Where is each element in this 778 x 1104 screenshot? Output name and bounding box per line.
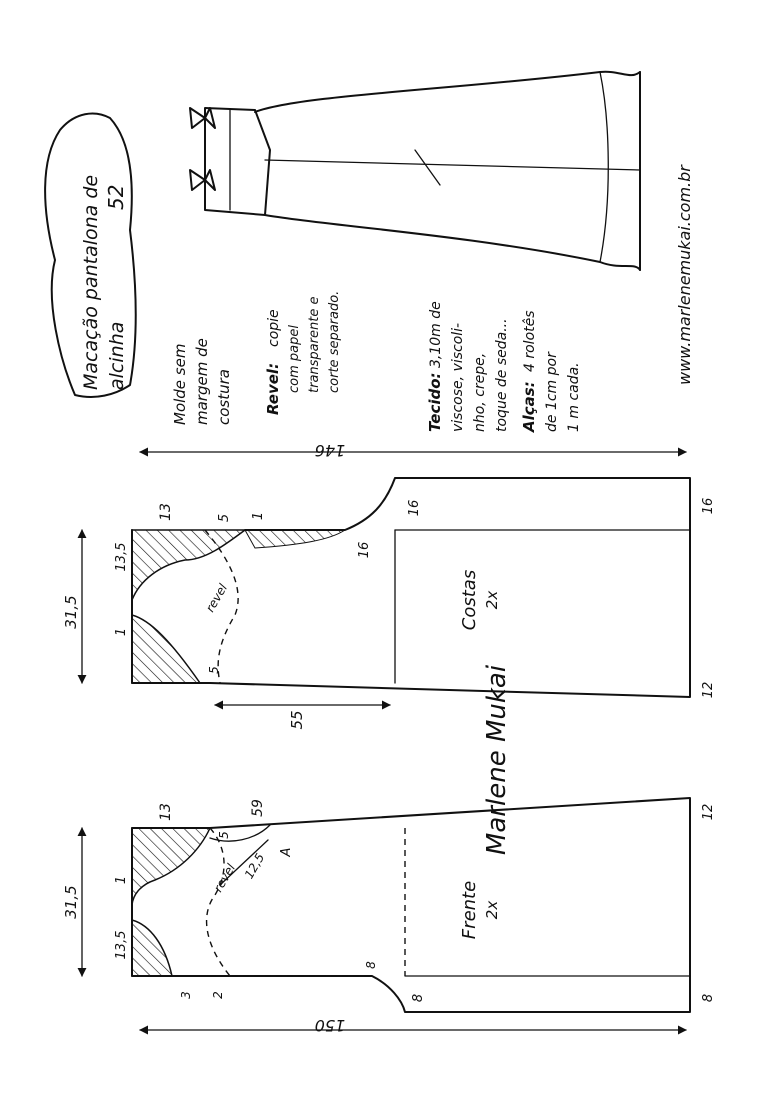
back-16a-label: 16 [407, 500, 422, 517]
signature-text: Marlene Mukai [482, 664, 512, 855]
signature: Marlene Mukai [482, 664, 512, 855]
back-width-label: 31,5 [62, 595, 80, 628]
revel-line4: corte separado. [327, 291, 342, 393]
front-59-label: 59 [250, 799, 266, 817]
fabric-line2: viscose, viscoli- [450, 323, 466, 432]
front-8c-label: 8 [701, 994, 716, 1002]
front-piece-count: 2x [483, 901, 501, 920]
revel-note: Revel: copie com papel transparente e co… [264, 291, 342, 415]
back-55-label: 55 [288, 710, 306, 729]
back-length-label: 146 [315, 441, 346, 460]
back-piece-count: 2x [483, 591, 501, 610]
revel-line1: copie [266, 309, 282, 347]
straps-line3: 1 m cada. [566, 362, 582, 432]
straps-label: Alças: [520, 381, 538, 433]
front-width-label: 31,5 [62, 885, 80, 918]
front-1-label: 1 [114, 876, 129, 884]
back-13-label: 13 [158, 503, 174, 521]
back-5b-label: 5 [207, 666, 221, 674]
back-piece-name: Costas [459, 570, 480, 630]
straps-line1: 4 rolotês [522, 310, 538, 372]
fabric-line4: toque de seda... [494, 318, 510, 432]
front-5-label: 5 [217, 831, 231, 839]
front-12-label: 12 [701, 804, 716, 821]
title-line2: alcinha [106, 322, 128, 390]
back-12-label: 12 [701, 682, 716, 699]
website-text: www.marlenemukai.com.br [675, 164, 694, 385]
title-bubble [44, 112, 137, 398]
front-2-label: 2 [211, 991, 225, 999]
title-block: Macação pantalona de alcinha 52 [80, 175, 128, 390]
revel-line3: transparente e [307, 297, 322, 393]
fabric-note: Tecido: 3,10m de viscose, viscoli- nho, … [426, 301, 582, 433]
back-1a-label: 1 [114, 628, 129, 636]
back-1b-label: 1 [251, 512, 266, 520]
front-piece-name: Frente [459, 881, 480, 939]
back-piece: 146 31,5 13,5 1 13 5 1 5 16 16 16 55 12 … [62, 441, 716, 730]
garment-sketch [189, 70, 641, 271]
mold-line2: margem de [193, 338, 211, 425]
front-12-5-label: 12,5 [242, 851, 267, 881]
front-revel-label: revel [211, 861, 239, 895]
fabric-line1: 3,10m de [428, 301, 444, 368]
revel-line2: com papel [287, 325, 302, 393]
back-revel-label: revel [203, 581, 231, 615]
title-line1: Macação pantalona de [80, 175, 102, 390]
mold-note: Molde sem margem de costura [171, 338, 233, 425]
fabric-label: Tecido: [426, 372, 444, 432]
front-piece: 31,5 13,5 1 13 59 5 12,5 A revel 3 2 8 8… [62, 797, 716, 1035]
front-8a-label: 8 [364, 961, 378, 969]
mold-line3: costura [215, 369, 233, 425]
website: www.marlenemukai.com.br [675, 164, 694, 385]
front-A-label: A [279, 848, 294, 858]
back-16c-label: 16 [701, 498, 716, 515]
back-5a-label: 5 [217, 514, 232, 522]
title-size: 52 [104, 185, 128, 210]
back-13-5-label: 13,5 [114, 543, 129, 572]
mold-line1: Molde sem [171, 344, 189, 425]
front-length-label: 150 [315, 1016, 346, 1035]
front-8b-label: 8 [411, 994, 426, 1002]
front-13-5-label: 13,5 [114, 931, 129, 960]
fabric-line3: nho, crepe, [472, 353, 488, 432]
back-16b-label: 16 [357, 542, 372, 559]
straps-line2: de 1cm por [544, 351, 560, 432]
front-13-label: 13 [158, 803, 174, 821]
revel-label: Revel: [264, 363, 282, 415]
front-3-label: 3 [179, 991, 193, 999]
